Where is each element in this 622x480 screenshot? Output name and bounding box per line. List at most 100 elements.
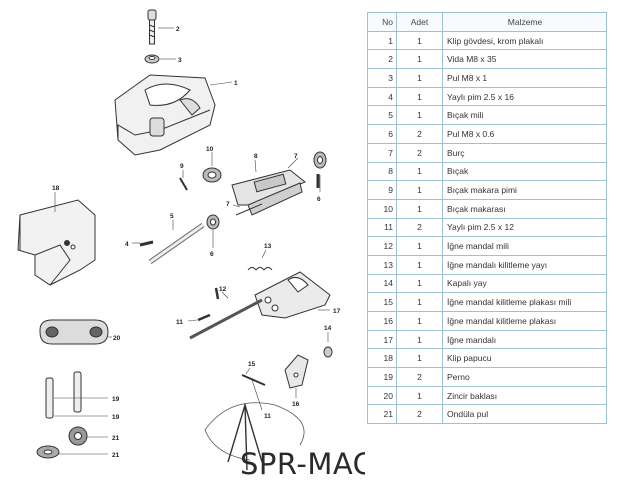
- spr-mac-logo: SPR-MAC: [204, 402, 365, 480]
- row-qty: 1: [396, 254, 443, 275]
- row-qty: 1: [396, 161, 443, 182]
- row-qty: 1: [396, 236, 443, 256]
- row-qty: 1: [396, 348, 443, 369]
- row-no: 10: [367, 198, 397, 219]
- row-no: 1: [367, 30, 397, 51]
- row-no: 21: [367, 404, 397, 425]
- lock-plate-shaft-part: [241, 374, 266, 386]
- row-material: Bıçak makarası: [442, 198, 607, 219]
- row-material: Klip papucu: [442, 348, 607, 369]
- row-material: Klip gövdesi, krom plakalı: [442, 30, 607, 51]
- brand-text: SPR-MAC: [240, 447, 365, 480]
- header-material: Malzeme: [442, 12, 607, 32]
- row-material: Kapalı yay: [442, 273, 607, 294]
- callout-7b: 7: [226, 201, 230, 208]
- clip-body-part: [114, 74, 216, 156]
- row-qty: 2: [396, 404, 443, 425]
- knife-roller-pin-part: [179, 177, 188, 191]
- row-no: 9: [367, 180, 397, 200]
- clip-shoe-part: [17, 199, 96, 286]
- row-material: Pul M8 x 1: [442, 68, 607, 88]
- row-qty: 1: [396, 86, 443, 107]
- row-qty: 1: [396, 198, 443, 219]
- callout-16: 16: [292, 401, 300, 408]
- row-qty: 2: [396, 124, 443, 144]
- row-qty: 1: [396, 273, 443, 294]
- row-qty: 2: [396, 142, 443, 163]
- wave-washer-b-part: [36, 445, 60, 459]
- needle-latch-part: [254, 271, 331, 319]
- callout-18: 18: [52, 185, 60, 192]
- row-no: 14: [367, 273, 397, 294]
- callout-8: 8: [254, 153, 258, 160]
- row-material: İğne mandal mili: [442, 236, 607, 256]
- pin-19b-part: [73, 371, 82, 413]
- row-no: 12: [367, 236, 397, 256]
- callout-6a: 6: [317, 196, 321, 203]
- spring-pin-11-part: [197, 313, 211, 322]
- row-no: 11: [367, 217, 397, 238]
- callout-4: 4: [125, 241, 129, 248]
- callout-9: 9: [180, 163, 184, 170]
- row-material: İğne mandal kilitleme plakası mili: [442, 292, 607, 312]
- spring-pin-11b-part: [214, 287, 220, 300]
- row-qty: 1: [396, 105, 443, 126]
- exploded-parts-drawing: 2 3 1 8 7 6 10 9 7 6 5 4 18 13 12 11 17 …: [17, 9, 365, 480]
- callout-5: 5: [170, 213, 174, 220]
- row-material: Bıçak mili: [442, 105, 607, 126]
- row-material: Yaylı pim 2.5 x 16: [442, 86, 607, 107]
- spring-pin-part: [139, 240, 154, 247]
- row-qty: 2: [396, 217, 443, 238]
- row-no: 20: [367, 385, 397, 406]
- latch-shaft-part: [189, 298, 263, 340]
- row-material: Yaylı pim 2.5 x 12: [442, 217, 607, 238]
- row-qty: 1: [396, 385, 443, 406]
- row-qty: 2: [396, 367, 443, 387]
- row-no: 16: [367, 311, 397, 331]
- callout-19a: 19: [112, 396, 120, 403]
- row-qty: 1: [396, 30, 443, 51]
- callout-15: 15: [248, 361, 256, 368]
- callout-21a: 21: [112, 435, 120, 442]
- row-material: Burç: [442, 142, 607, 163]
- row-no: 3: [367, 68, 397, 88]
- row-no: 13: [367, 254, 397, 275]
- row-no: 15: [367, 292, 397, 312]
- row-material: Vida M8 x 35: [442, 49, 607, 70]
- row-no: 7: [367, 142, 397, 163]
- callout-3: 3: [178, 57, 182, 64]
- row-material: Perno: [442, 367, 607, 387]
- washer-part: [144, 54, 160, 64]
- row-no: 19: [367, 367, 397, 387]
- washer-right-part: [313, 151, 327, 169]
- row-material: İğne mandalı: [442, 329, 607, 350]
- header-qty: Adet: [396, 12, 443, 32]
- callout-10: 10: [206, 146, 214, 153]
- latch-spring-part: [247, 267, 273, 271]
- callout-14: 14: [324, 325, 332, 332]
- row-material: Ondüla pul: [442, 404, 607, 425]
- lock-plate-part: [284, 354, 309, 389]
- row-no: 2: [367, 49, 397, 70]
- row-material: Bıçak: [442, 161, 607, 182]
- header-no: No: [367, 12, 397, 32]
- row-no: 6: [367, 124, 397, 144]
